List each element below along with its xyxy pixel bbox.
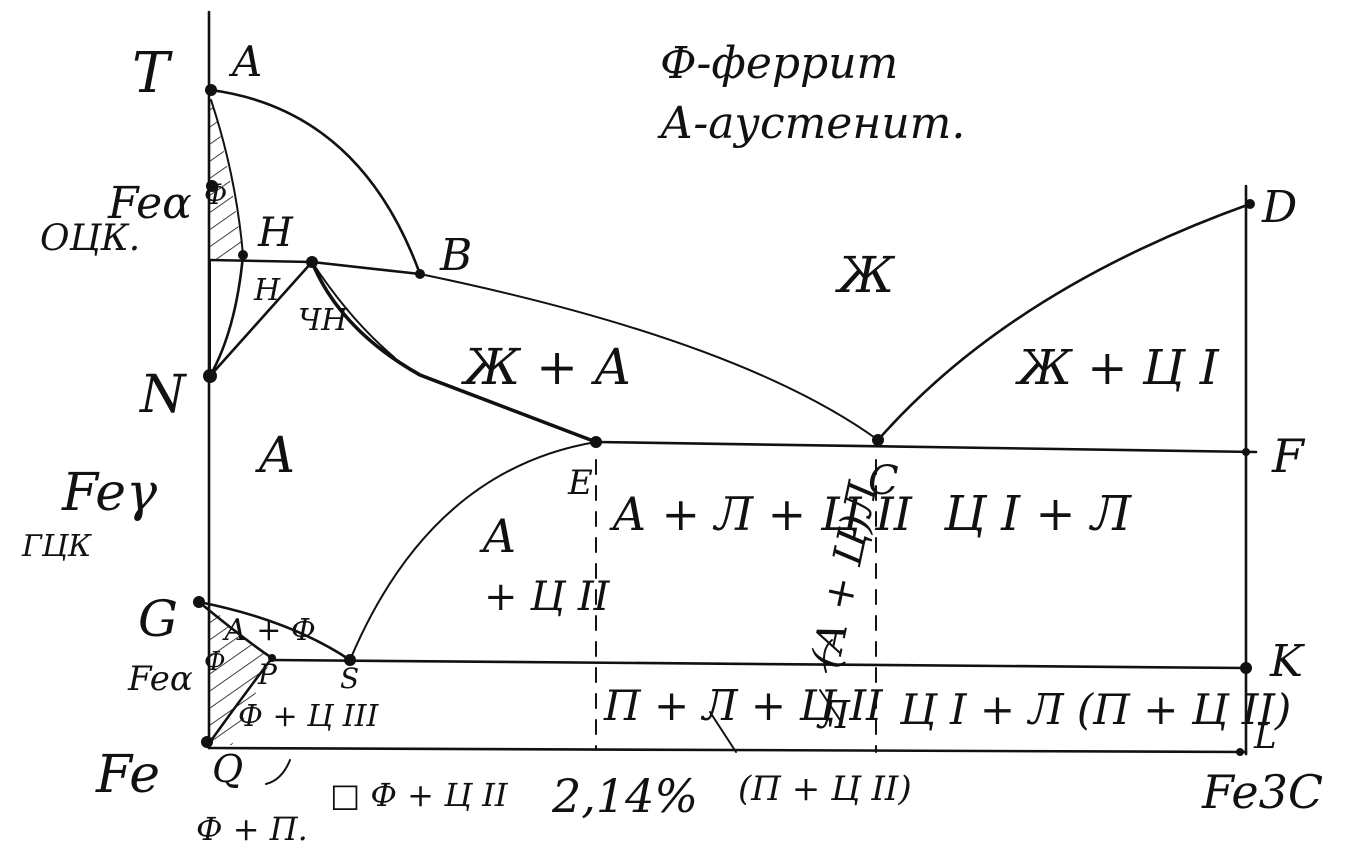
letter-E: E [567, 463, 593, 503]
point-G [193, 596, 205, 608]
label-temperature: T [132, 41, 173, 106]
axis-q-note: Ф + П. [196, 810, 308, 848]
point-S [344, 654, 356, 666]
lambda-stroke-arrow [819, 689, 841, 721]
point-L [1236, 748, 1244, 756]
point-N [203, 369, 217, 383]
region-liquid-austenite: Ж + А [461, 338, 632, 396]
eutectoid-line-PSK [270, 658, 1248, 670]
point-F [1242, 448, 1250, 456]
liquidus-AB [209, 88, 422, 276]
bottom-axis [207, 746, 1248, 754]
point-H [238, 250, 248, 260]
label-fe-gamma: Feγ [61, 463, 158, 523]
region-liquid: Ж [835, 246, 896, 304]
letter-L: L [1253, 717, 1277, 757]
region-austenite-cem2-a: А [479, 509, 517, 563]
label-fe-alpha-top-sub: ОЦК. [40, 218, 140, 259]
region-ferrite-cem3: Ф + Ц III [238, 699, 380, 734]
region-sub-ch: ЧН [298, 303, 348, 338]
region-austenite: А [255, 426, 296, 484]
letter-P: P [257, 658, 278, 691]
label-fe-alpha-bottom: Feα [127, 659, 193, 699]
legend-austenite: А-аустенит. [657, 98, 965, 149]
letter-C: C [868, 458, 899, 504]
region-liquid-cementite: Ж + Ц I [1015, 340, 1220, 396]
point-A [205, 84, 217, 96]
letter-D: D [1261, 182, 1297, 233]
line-GS [197, 600, 352, 662]
q-pointer-stroke [265, 759, 291, 785]
line-GP [197, 600, 274, 660]
ferrite-bottom-hatch [210, 604, 272, 745]
region-austenite-ferrite: А + Ф [222, 613, 316, 648]
liquidus-BC [419, 273, 879, 441]
point-D [1245, 199, 1255, 209]
point-C [872, 434, 884, 446]
point-Q [201, 736, 213, 748]
region-ferrite-bottom: Ф [204, 647, 226, 677]
letter-K: K [1269, 636, 1305, 687]
axis-fe3c: Fe3C [1201, 765, 1323, 819]
eutectic-line-ECF [594, 440, 1258, 454]
point-B [415, 269, 425, 279]
region-hyper-lower: Ц I + Л (П + Ц II) [899, 685, 1291, 734]
axis-percent: 2,14% [551, 769, 698, 823]
ledeburite-pointer-stroke [709, 711, 737, 753]
point-K [1240, 662, 1252, 674]
axis-s-note: □ Ф + Ц II [330, 776, 509, 814]
region-sub-h: Н [253, 273, 281, 308]
ferrite-top-hatch [210, 92, 243, 262]
region-ledeburite-note: (П + Ц II) [738, 769, 912, 809]
line-HN [208, 253, 245, 378]
line-AH [210, 99, 244, 256]
region-ferrite-top: Ф [204, 178, 227, 211]
region-hyper-upper: Ц I + Л [943, 486, 1133, 542]
line-PQ [208, 656, 274, 744]
letter-A: A [228, 37, 262, 86]
letter-G: G [138, 590, 178, 648]
label-fe: Fe [95, 745, 160, 805]
region-austenite-cem2-b: + Ц II [484, 574, 611, 620]
region-hypo-lower: П + Л + Ц II [603, 681, 884, 730]
letter-N: N [138, 365, 187, 425]
solidus-JE-upper [311, 261, 396, 359]
point-fe-alpha [206, 180, 218, 192]
point-E [590, 436, 602, 448]
label-fe-gamma-sub: ГЦК [21, 529, 92, 564]
region-hypo-upper: А + Л + Ц II [609, 487, 913, 541]
liquidus-CD [876, 202, 1252, 442]
letter-H: H [257, 210, 294, 256]
letter-B: B [439, 230, 472, 281]
letter-F: F [1271, 429, 1306, 483]
line-JN [208, 260, 314, 378]
legend-ferrite: Ф-феррит [660, 38, 898, 89]
label-fe-alpha-top: Feα [107, 178, 192, 229]
region-lower-vertical: Л [816, 693, 851, 737]
solidus-JE [310, 260, 598, 444]
letter-S: S [340, 662, 359, 695]
bracket-stroke [823, 639, 833, 673]
point-J [306, 256, 318, 268]
letter-Q: Q [212, 747, 243, 791]
point-P [268, 654, 276, 662]
line-SE [349, 441, 597, 661]
